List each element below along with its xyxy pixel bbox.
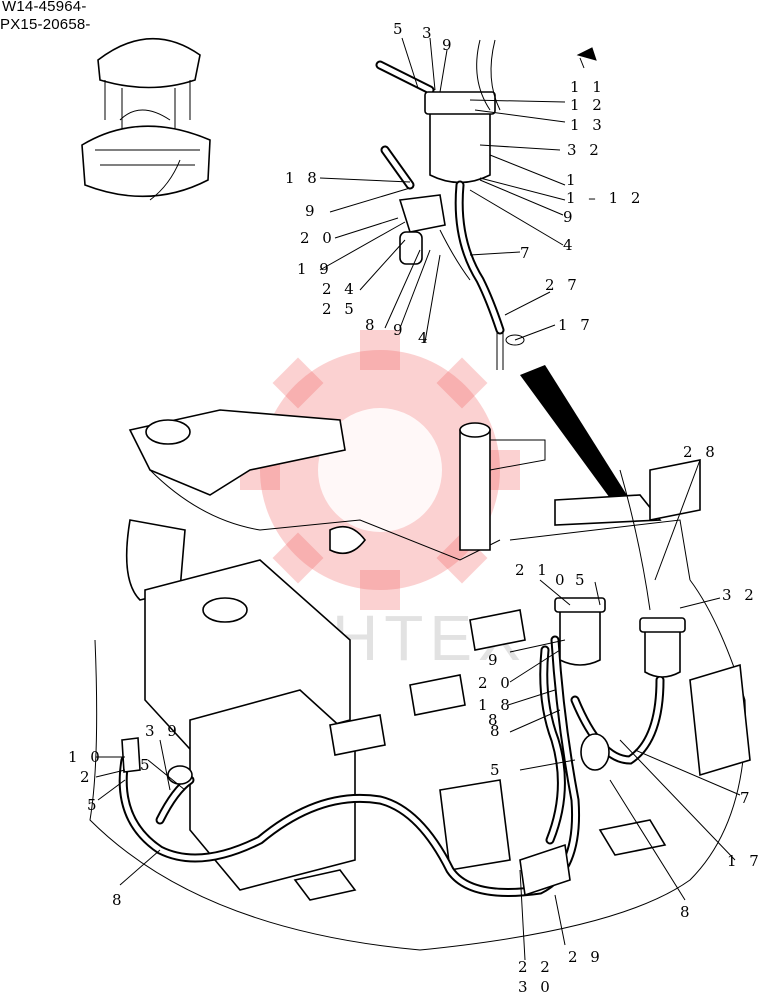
callout-1: 1 <box>566 171 580 189</box>
callout-0: 0 <box>555 571 569 589</box>
callout-10: 1 0 <box>68 748 104 766</box>
callout-5: 5 <box>393 20 407 38</box>
callout-17-main: 1 7 <box>727 852 760 870</box>
callout-20-main: 2 0 <box>478 674 514 692</box>
callout-8: 8 <box>365 316 379 334</box>
callout-32-main: 3 2 <box>722 586 758 604</box>
callout-20: 2 0 <box>300 229 336 247</box>
callout-29: 2 9 <box>568 948 604 966</box>
callout-7: 7 <box>520 244 534 262</box>
callout-27: 2 7 <box>545 276 581 294</box>
callouts-detail: 5 3 9 1 1 1 2 1 3 3 2 1 1 – 1 2 9 4 7 2 … <box>285 20 644 347</box>
callouts-main: 2 8 2 1 0 5 3 2 9 2 0 1 8 8 8 5 7 1 7 8 … <box>68 443 760 996</box>
callout-24: 2 4 <box>322 280 358 298</box>
callout-39: 3 9 <box>145 722 181 740</box>
callout-1-12: 1 – 1 2 <box>566 189 644 207</box>
callout-7-main: 7 <box>740 789 754 807</box>
machine-thumbnail <box>81 37 211 201</box>
callout-9d: 9 <box>393 321 407 339</box>
callout-5-main-b: 5 <box>490 761 504 779</box>
fuel-hoses <box>118 469 665 897</box>
serial-number-1: W14-45964- <box>2 0 87 15</box>
callout-30: 3 0 <box>518 978 554 996</box>
callout-3: 3 <box>422 24 436 42</box>
callout-5-left-b: 5 <box>140 756 154 774</box>
callout-12: 1 2 <box>570 96 606 114</box>
callout-8-main-a: 8 <box>488 711 502 729</box>
callout-25: 2 5 <box>322 300 358 318</box>
callout-2: 2 <box>80 768 94 786</box>
callout-21: 2 1 <box>515 561 551 579</box>
callout-9c: 9 <box>305 202 319 220</box>
callout-11: 1 1 <box>570 78 606 96</box>
callout-32: 3 2 <box>567 141 603 159</box>
detail-assembly <box>375 39 597 370</box>
callout-18: 1 8 <box>285 169 321 187</box>
callout-13: 1 3 <box>570 116 606 134</box>
zoom-arrow <box>520 365 630 505</box>
callout-5-left: 5 <box>87 796 101 814</box>
machine-frame <box>89 409 751 951</box>
callout-8-left: 8 <box>112 891 126 909</box>
callout-28: 2 8 <box>683 443 719 461</box>
serial-number-2: PX15-20658- <box>0 16 91 33</box>
callout-22: 2 2 <box>518 958 554 976</box>
callout-19: 1 9 <box>297 260 333 278</box>
fuel-filters <box>121 597 686 897</box>
leader-lines <box>95 37 741 961</box>
callout-4b: 4 <box>418 329 432 347</box>
callout-8-main-c: 8 <box>680 903 694 921</box>
callout-17: 1 7 <box>558 316 594 334</box>
callout-18-main: 1 8 <box>478 696 514 714</box>
callout-5-main: 5 <box>575 571 589 589</box>
callout-9-main: 9 <box>488 651 502 669</box>
callout-9b: 9 <box>563 208 577 226</box>
callout-8-main-b: 8 <box>490 722 504 740</box>
callout-4: 4 <box>563 236 577 254</box>
callout-9: 9 <box>442 36 456 54</box>
